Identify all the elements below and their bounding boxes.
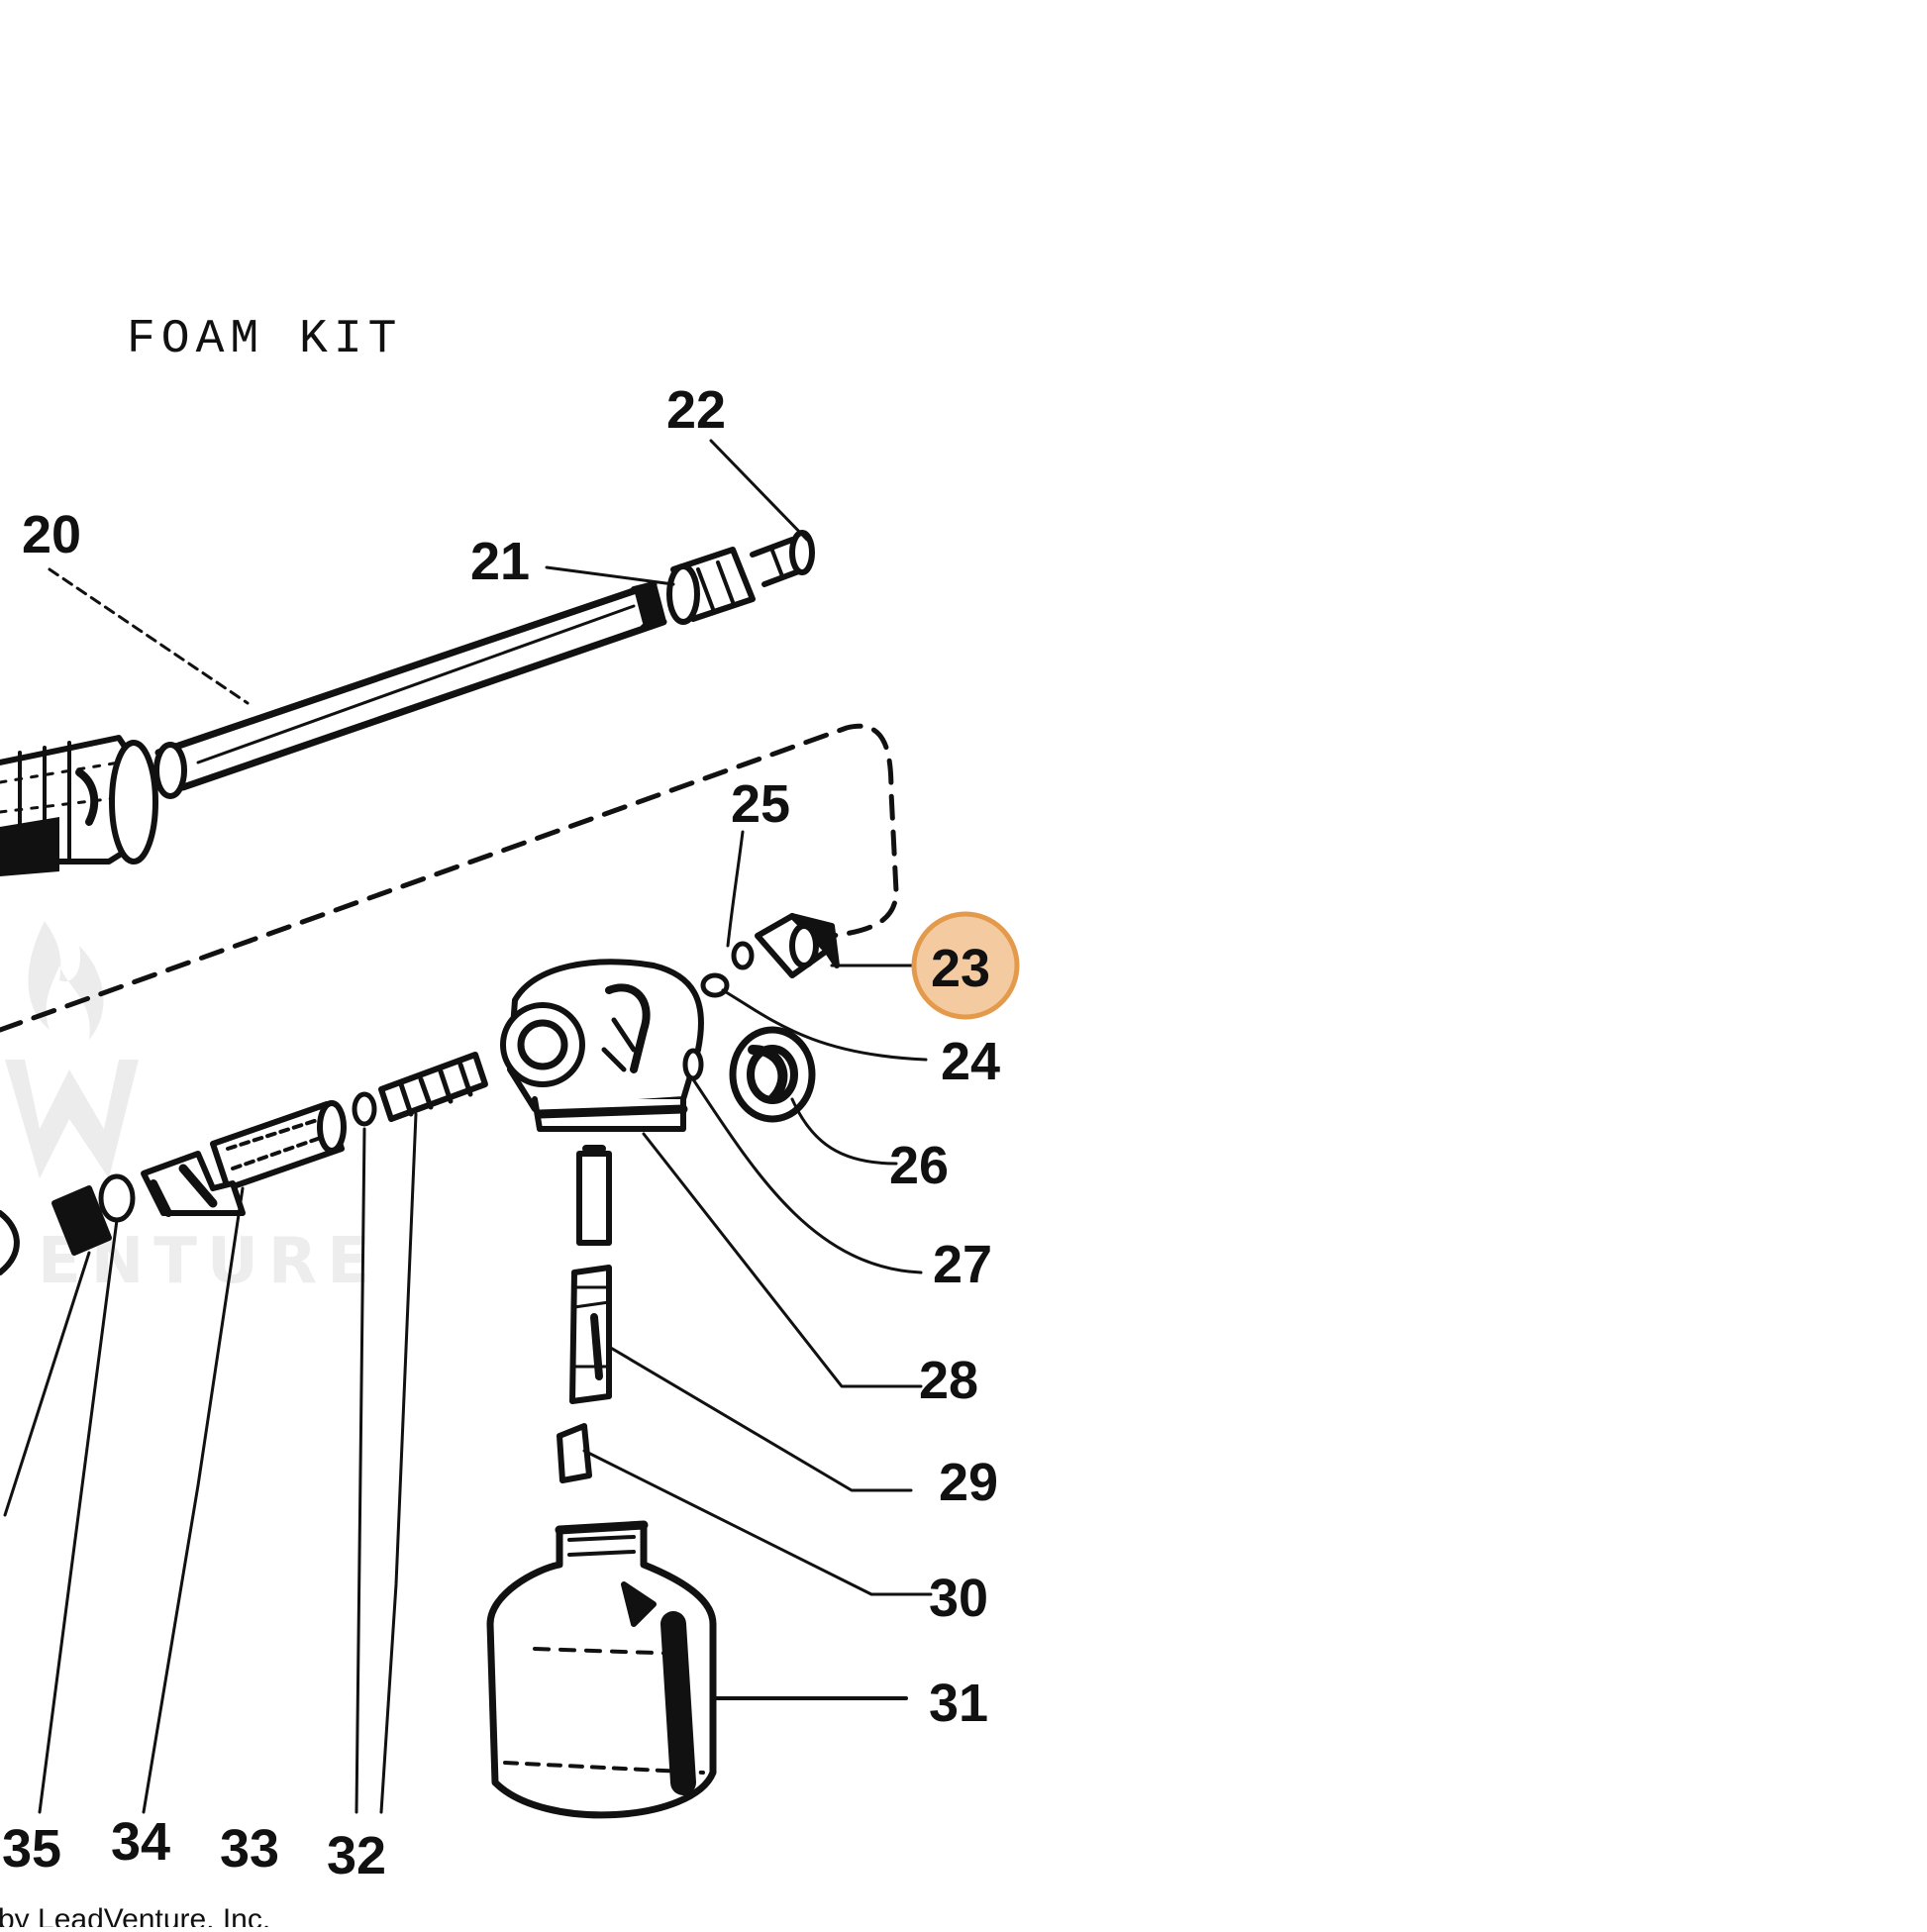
callout-34[interactable]: 34 bbox=[111, 1812, 170, 1872]
callout-28[interactable]: 28 bbox=[919, 1351, 978, 1410]
part-26-cap bbox=[729, 1026, 816, 1123]
callout-25[interactable]: 25 bbox=[731, 774, 790, 834]
part-23-fitting bbox=[755, 913, 840, 978]
part-32-spring bbox=[352, 1052, 488, 1127]
part-21-connector bbox=[666, 547, 756, 625]
callout-21[interactable]: 21 bbox=[470, 532, 530, 591]
callout-20[interactable]: 20 bbox=[22, 505, 81, 564]
part-33-screen bbox=[210, 1100, 347, 1191]
valve-body bbox=[500, 959, 704, 1132]
flame-logo-icon bbox=[28, 921, 104, 1040]
part-25-oring bbox=[731, 941, 755, 970]
part-30-filter bbox=[557, 1423, 592, 1483]
v-logo-icon bbox=[5, 1060, 139, 1178]
hose-dashed bbox=[0, 723, 899, 1033]
callout-30[interactable]: 30 bbox=[929, 1569, 988, 1628]
callout-31[interactable]: 31 bbox=[929, 1674, 988, 1733]
callout-35[interactable]: 35 bbox=[2, 1819, 61, 1879]
part-34-connector bbox=[141, 1151, 246, 1217]
part-24-washer bbox=[700, 972, 730, 998]
part-29-hose bbox=[569, 1265, 612, 1404]
part-20-nozzle bbox=[0, 735, 158, 876]
diagram-title: FOAM KIT bbox=[127, 313, 402, 366]
callout-22[interactable]: 22 bbox=[666, 380, 726, 440]
part-28-pipe bbox=[576, 1145, 612, 1246]
callout-33[interactable]: 33 bbox=[220, 1819, 279, 1879]
part-22-nipple bbox=[750, 530, 815, 587]
callout-labels: 20 21 22 23 24 25 26 27 28 29 30 31 32 3… bbox=[2, 380, 1000, 1885]
callout-23[interactable]: 23 bbox=[931, 939, 990, 998]
part-20-tube bbox=[153, 580, 667, 799]
copyright-text: by LeadVenture, Inc. bbox=[0, 1903, 270, 1927]
part-35-nut bbox=[0, 1173, 136, 1275]
leader-lines bbox=[3, 439, 933, 1814]
part-31-bottle bbox=[486, 1520, 717, 1819]
callout-24[interactable]: 24 bbox=[941, 1032, 1000, 1091]
callout-32[interactable]: 32 bbox=[327, 1826, 386, 1885]
callout-23-highlight[interactable] bbox=[911, 911, 1020, 1020]
part-27-oring bbox=[682, 1048, 704, 1081]
callout-29[interactable]: 29 bbox=[939, 1453, 998, 1512]
callout-26[interactable]: 26 bbox=[889, 1136, 949, 1195]
callout-27[interactable]: 27 bbox=[933, 1235, 992, 1294]
